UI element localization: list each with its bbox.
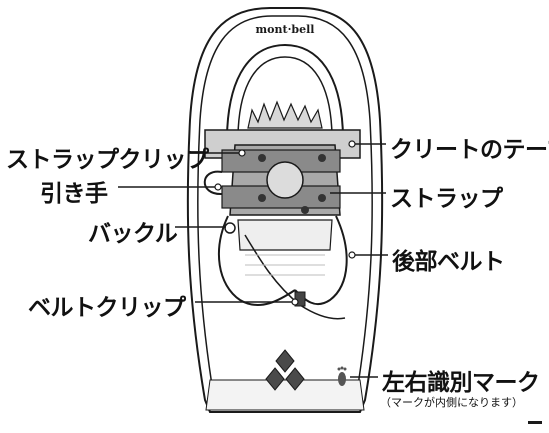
label-pull-tab: 引き手 (40, 181, 108, 207)
rivet-2 (318, 154, 326, 162)
rivet-3 (258, 194, 266, 202)
label-rear-belt: 後部ベルト (392, 249, 505, 275)
rear-belt-left (217, 215, 296, 306)
label-lr-mark: 左右識別マーク (382, 370, 540, 396)
label-buckle: バックル (88, 221, 178, 247)
snowshoe-bottom-band (205, 379, 365, 411)
label-strap-clip: ストラップクリップ (6, 147, 209, 173)
rivet-4 (318, 194, 326, 202)
buckle-ring (224, 222, 236, 234)
pull-tab-loop (203, 170, 223, 196)
footprint-mark-icon (337, 366, 347, 386)
leader-lines (118, 143, 388, 378)
heel-cup (237, 219, 333, 251)
deck-slats (245, 254, 325, 276)
crampon-teeth (247, 100, 323, 129)
corner-mark (528, 421, 542, 424)
label-lr-mark-note: （マークが内側になります） (380, 396, 523, 409)
heel-arch (225, 43, 345, 151)
binding-hub (266, 161, 304, 199)
rivet-5 (301, 206, 309, 214)
rivet-1 (258, 154, 266, 162)
brand-text: mont·bell (256, 23, 315, 36)
label-belt-clip: ベルトクリップ (28, 295, 186, 321)
label-strap: ストラップ (390, 186, 503, 212)
leader-endpoints (214, 140, 356, 306)
brand-diamond-logo (265, 349, 305, 391)
label-cleat-tape: クリートのテープ (390, 137, 549, 163)
heel-arch-inner (237, 56, 333, 151)
